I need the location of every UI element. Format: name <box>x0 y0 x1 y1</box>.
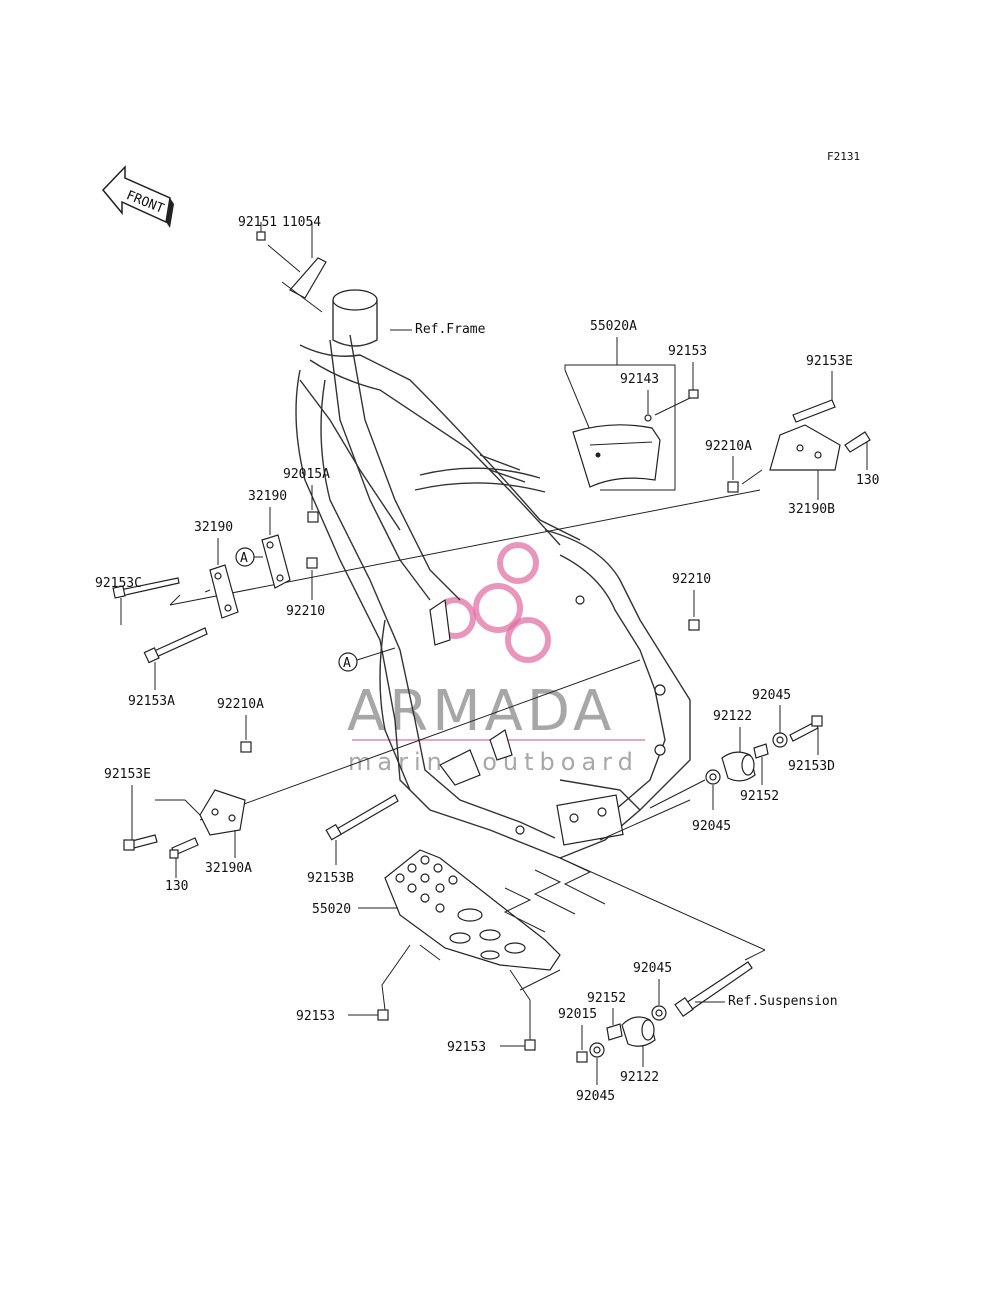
bracket-32190B-icon <box>769 424 841 471</box>
label-92210-right: 92210 <box>672 572 711 587</box>
label-92153E-top: 92153E <box>806 354 853 369</box>
armada-watermark-logo <box>434 542 551 663</box>
label-92210-left: 92210 <box>286 604 325 619</box>
bolt-92153A-icon <box>151 627 208 659</box>
ref-suspension: Ref.Suspension <box>728 994 838 1009</box>
label-92153D: 92153D <box>788 759 835 774</box>
label-32190-upper: 32190 <box>248 489 287 504</box>
label-92153-plate2: 92153 <box>447 1040 486 1055</box>
label-32190B: 32190B <box>788 502 835 517</box>
collar-92152-top-icon <box>753 743 769 759</box>
motorcycle-frame-drawing <box>295 289 691 859</box>
label-92210A-top: 92210A <box>705 439 752 454</box>
label-32190A: 32190A <box>205 861 252 876</box>
skid-plate-55020A-icon <box>572 424 661 488</box>
label-92152-top: 92152 <box>740 789 779 804</box>
bolt-92153E-top-icon <box>792 399 836 423</box>
nut-92015A-icon <box>307 511 319 523</box>
bolt-92153-plate2-icon <box>524 1039 536 1051</box>
label-92153A: 92153A <box>128 694 175 709</box>
label-92015: 92015 <box>558 1007 597 1022</box>
label-92153B: 92153B <box>307 871 354 886</box>
ref-frame: Ref.Frame <box>415 322 486 337</box>
bracket-axis-lower <box>199 659 641 821</box>
label-92151: 92151 <box>238 215 277 230</box>
label-55020A: 55020A <box>590 319 637 334</box>
nut-92210A-left-icon <box>240 741 252 753</box>
bolt-130-top-icon <box>844 431 871 453</box>
label-92045-bot-top: 92045 <box>633 961 672 976</box>
label-92153E-left: 92153E <box>104 767 151 782</box>
collar-92152-bot-icon <box>606 1023 623 1041</box>
label-92122-top: 92122 <box>713 709 752 724</box>
label-92015A: 92015A <box>283 467 330 482</box>
label-130-top: 130 <box>856 473 879 488</box>
label-92045-top: 92045 <box>752 688 791 703</box>
plate-32190-lower-icon <box>209 564 239 619</box>
bracket-32190A-icon <box>199 789 246 836</box>
label-92153-plate1: 92153 <box>296 1009 335 1024</box>
label-92153C: 92153C <box>95 576 142 591</box>
label-92045-mid: 92045 <box>692 819 731 834</box>
nut-92015-icon <box>576 1051 588 1063</box>
label-32190-lower: 32190 <box>194 520 233 535</box>
plate-32190-upper-icon <box>261 534 291 589</box>
label-92210A-left: 92210A <box>217 697 264 712</box>
bolt-92153-top-icon <box>688 389 699 399</box>
bolt-92153B-icon <box>334 794 399 837</box>
label-92152-bot: 92152 <box>587 991 626 1006</box>
label-92153-top: 92153 <box>668 344 707 359</box>
label-55020: 55020 <box>312 902 351 917</box>
nut-92210A-top-icon <box>727 481 739 493</box>
label-130-left: 130 <box>165 879 188 894</box>
nut-92210-right-icon <box>688 619 700 631</box>
bracket-axis-upper <box>169 489 761 606</box>
skid-plate-55020-icon <box>384 849 561 971</box>
bolt-92153-plate1-icon <box>377 1009 389 1021</box>
label-92045-bot: 92045 <box>576 1089 615 1104</box>
figure-code: F2131 <box>827 150 860 163</box>
nut-92210-left-icon <box>306 557 318 569</box>
front-arrow-icon: FRONT <box>101 165 174 228</box>
watermark-brand: ARMADA <box>347 679 615 744</box>
marker-a-lower: A <box>338 652 358 672</box>
label-11054: 11054 <box>282 215 321 230</box>
bolt-92151-icon <box>256 231 266 241</box>
svg-text:A: A <box>240 551 248 566</box>
pin-92143-icon <box>644 414 652 422</box>
label-92122-bot: 92122 <box>620 1070 659 1085</box>
svg-text:A: A <box>343 656 351 671</box>
watermark-tagline: marine outboard <box>348 748 639 776</box>
marker-a-upper: A <box>235 547 255 567</box>
label-92143: 92143 <box>620 372 659 387</box>
